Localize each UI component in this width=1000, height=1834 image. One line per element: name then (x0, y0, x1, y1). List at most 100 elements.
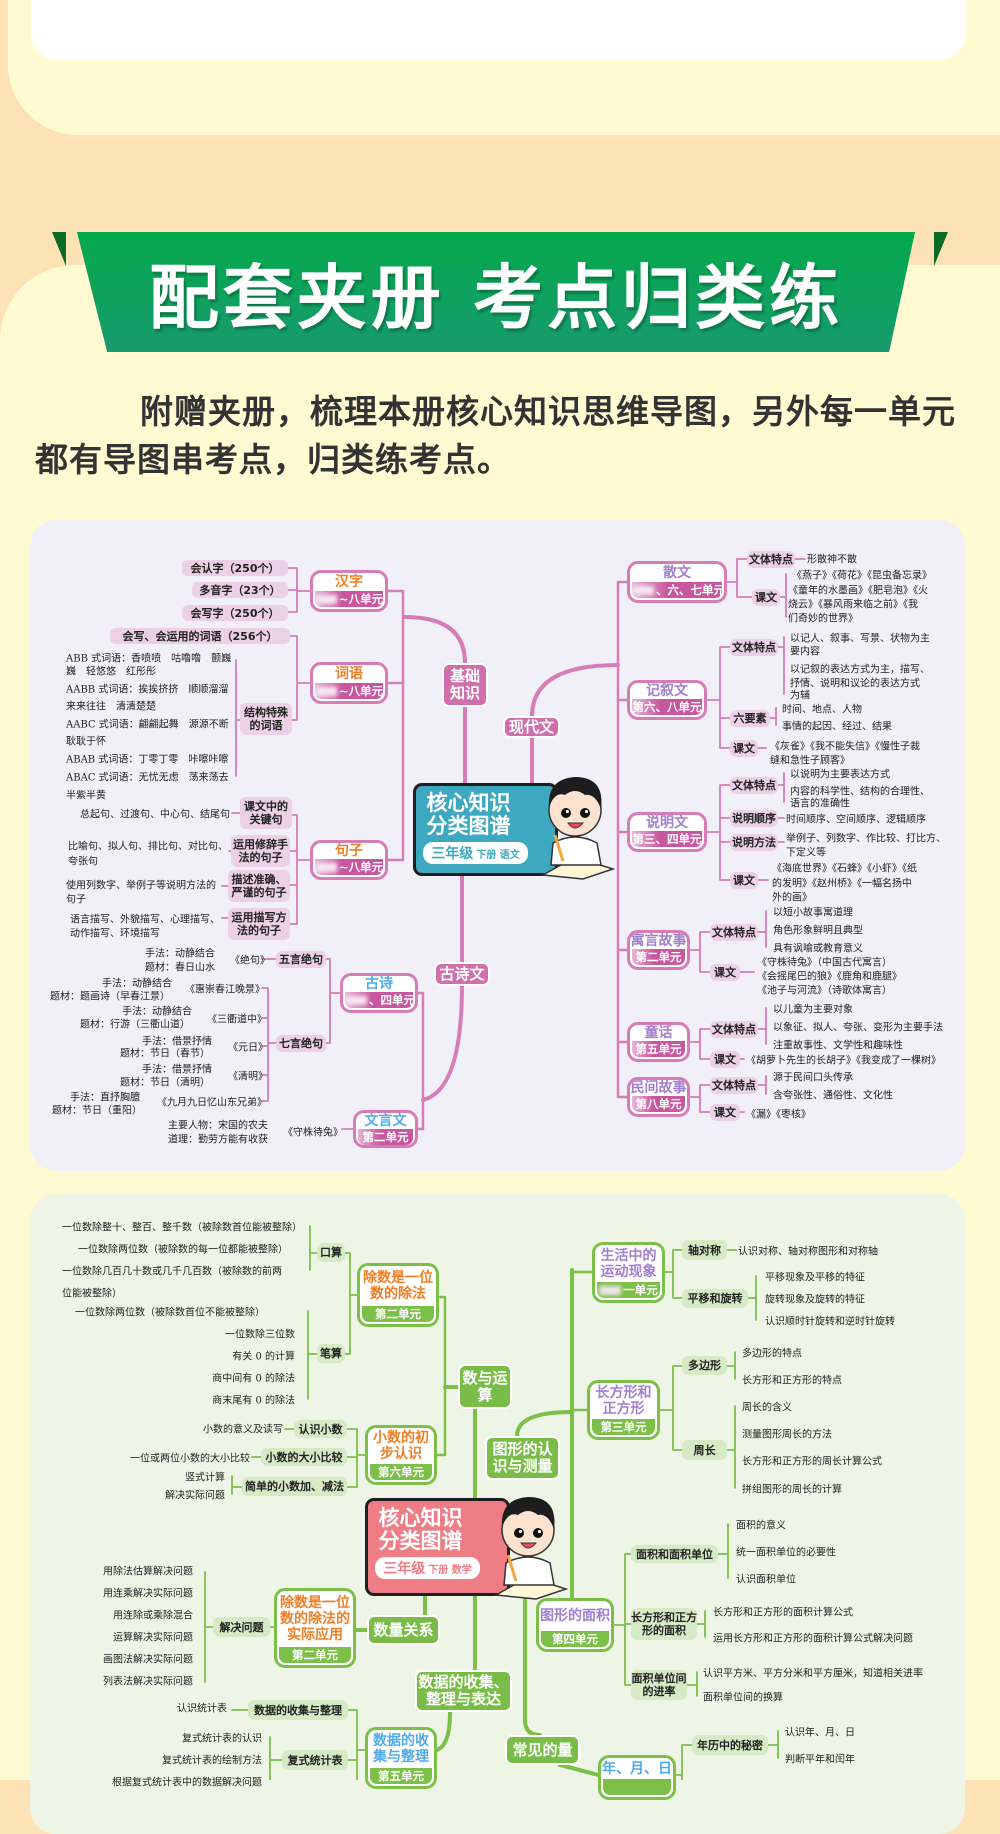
subtopic-pill: 描述准确、严谨的句子 (228, 870, 290, 902)
knowledge-point-text: 解决实际问题 (165, 1490, 225, 1502)
subtopic-pill: 文体特点 (730, 777, 778, 794)
previous-content-card (31, 0, 966, 60)
knowledge-point-text: 运用长方形和正方形的面积计算公式解决问题 (713, 1633, 913, 1645)
knowledge-point-text: 时间顺序、空间顺序、逻辑顺序 (786, 814, 926, 826)
subtopic-pill: 解决问题 (213, 1617, 270, 1637)
core-title-line1: 核心知识 (378, 1506, 463, 1530)
unit-topic-box: 句子~八单元 (310, 840, 388, 880)
unit-label: 第六单元 (370, 1464, 432, 1480)
knowledge-point-text: 认识年、月、日 (785, 1727, 855, 1739)
unit-topic-box: 年、月、日 (598, 1755, 676, 1800)
subtopic-pill: 课文 (730, 740, 758, 757)
unit-text: ~八单元 (339, 860, 384, 874)
knowledge-point-text: 用除法估算解决问题 (103, 1566, 193, 1578)
unit-label: ~八单元 (315, 591, 383, 607)
subtopic-pill: 小数的大小比较 (261, 1448, 347, 1466)
branch-node: 数与运算 (458, 1364, 512, 1409)
knowledge-point-text: 一位数除几百几十数或几千几百数（被除数的前两 (62, 1266, 282, 1278)
blurred-text (599, 1286, 622, 1295)
knowledge-point-text: 一位数除两位数（被除数首位不能被整除） (75, 1307, 265, 1319)
knowledge-point-text: 道理：勤劳方能有收获 (168, 1134, 268, 1146)
knowledge-point-text: 含夸张性、通俗性、文化性 (773, 1090, 893, 1102)
knowledge-point-text: 认识面积单位 (736, 1574, 796, 1586)
topic-title: 词语 (335, 666, 363, 682)
knowledge-point-text: 判断平年和闰年 (785, 1754, 855, 1766)
branch-node: 基础知识 (442, 663, 488, 707)
knowledge-point-text: 主要人物：宋国的农夫 (168, 1120, 268, 1132)
knowledge-point-text: 复式统计表的绘制方法 (162, 1755, 262, 1767)
unit-label: 第四单元 (541, 1631, 609, 1647)
knowledge-point-text: 认识对称、轴对称图形和对称轴 (738, 1246, 878, 1258)
knowledge-point-text: 平移现象及平移的特征 (765, 1272, 865, 1284)
subtopic-pill: 多音字（23个） (192, 582, 288, 598)
knowledge-point-text: 《惠崇春江晚景》 (185, 984, 265, 996)
knowledge-point-text: ABB 式词语：香喷喷 咕噜噜 颤巍 (66, 653, 232, 665)
chinese-core-title-box: 核心知识 分类图谱 三年级下册 语文 (413, 783, 558, 876)
knowledge-point-text: 下定义等 (786, 847, 826, 859)
unit-label: 第五单元 (370, 1768, 432, 1784)
knowledge-point-text: 时间、地点、人物 (782, 704, 862, 716)
banner-title: 配套夹册 考点归类练 (148, 256, 844, 339)
subtopic-pill: 课文中的关键句 (240, 797, 292, 829)
unit-text: 第五单元 (635, 1042, 682, 1056)
knowledge-point-text: 语言描写、外貌描写、心理描写、 (70, 914, 220, 926)
knowledge-point-text: 手法：动静结合 (102, 978, 172, 990)
knowledge-point-text: 《海底世界》《石蜂》《小虾》《纸 (772, 863, 917, 875)
subtopic-pill: 周长 (682, 1440, 727, 1460)
subtopic-pill: 运用描写方法的句子 (228, 908, 290, 940)
knowledge-point-text: 要内容 (790, 646, 820, 658)
topic-title: 童话 (644, 1025, 673, 1041)
topic-title: 小数的初步认识 (373, 1430, 429, 1462)
unit-text: ~八单元 (339, 684, 384, 698)
topic-title: 长方形和正方形 (595, 1385, 652, 1417)
subtopic-pill: 课文 (752, 589, 780, 606)
blurred-text (315, 863, 337, 872)
knowledge-point-text: 以记人、叙事、写景、状物为主 (790, 633, 930, 645)
unit-text: 第三单元 (600, 1420, 647, 1434)
section-banner: 配套夹册 考点归类练 (76, 232, 916, 352)
knowledge-point-text: 周长的含义 (742, 1402, 792, 1414)
unit-topic-box: 长方形和正方形第三单元 (587, 1380, 660, 1440)
unit-label: 第六、八单元 (632, 699, 702, 715)
unit-text: 第三、四单元 (632, 832, 702, 846)
subtopic-pill: 多边形 (682, 1356, 727, 1375)
topic-title: 数据的收集与整理 (373, 1733, 429, 1765)
subtopic-pill: 说明方法 (730, 834, 778, 851)
knowledge-point-text: 夸张句 (68, 856, 98, 868)
knowledge-point-text: 来来往往 清清楚楚 (66, 701, 156, 713)
unit-text: 一单元 (623, 1283, 658, 1297)
unit-topic-box: 除数是一位数的除法的实际应用第二单元 (274, 1588, 356, 1668)
unit-label: ~八单元 (315, 859, 383, 875)
knowledge-point-text: 商末尾有 0 的除法 (212, 1395, 295, 1407)
unit-topic-box: 文言文第二单元 (353, 1110, 418, 1148)
topic-title: 古诗 (365, 976, 393, 992)
knowledge-point-text: 巍 轻悠悠 红彤彤 (66, 666, 156, 678)
topic-title: 汉字 (335, 574, 363, 590)
subtopic-pill: 复式统计表 (282, 1750, 348, 1770)
subtopic-pill: 文体特点 (730, 639, 778, 656)
subtopic-pill: 会认字（250个） (182, 560, 288, 576)
knowledge-point-text: 手法：动静结合 (122, 1006, 192, 1018)
topic-title: 记叙文 (646, 683, 688, 699)
unit-label: 第二单元 (279, 1647, 351, 1663)
subtopic-pill: 数据的收集与整理 (248, 1700, 348, 1720)
knowledge-point-text: 商中间有 0 的除法 (212, 1373, 295, 1385)
knowledge-point-text: 旋转现象及旋转的特征 (765, 1294, 865, 1306)
knowledge-point-text: 一位数除两位数（被除数的每一位都能被整除） (78, 1244, 288, 1256)
grade-badge: 三年级下册 数学 (375, 1557, 480, 1579)
branch-node: 古诗文 (434, 962, 490, 986)
knowledge-point-text: 手法：直抒胸臆 (70, 1092, 140, 1104)
knowledge-point-text: 《燕子》《荷花》《昆虫备忘录》 (792, 570, 932, 582)
knowledge-point-text: 手法：借景抒情 (142, 1036, 212, 1048)
knowledge-point-text: 以儿童为主要对象 (773, 1004, 853, 1016)
subtopic-pill: 会写字（250个） (182, 605, 288, 621)
knowledge-point-text: 半紫半黄 (66, 790, 106, 802)
unit-label: 、六、七单元 (632, 582, 724, 598)
boy-illustration-icon (540, 777, 615, 880)
knowledge-point-text: 面积的意义 (736, 1520, 786, 1532)
unit-text: 第四单元 (552, 1632, 598, 1646)
knowledge-point-text: 《三衢道中》 (207, 1014, 267, 1026)
unit-label: ~八单元 (315, 683, 383, 699)
grade-label: 三年级 (431, 846, 474, 862)
unit-topic-box: 记叙文第六、八单元 (627, 680, 707, 720)
